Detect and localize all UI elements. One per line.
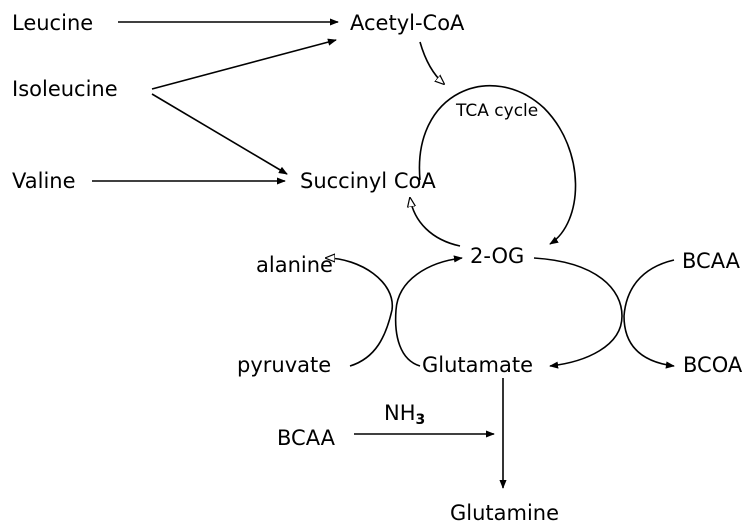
nh3-subscript: 3 xyxy=(416,412,426,428)
two-og-label: 2-OG xyxy=(470,244,524,268)
pyruvate-label: pyruvate xyxy=(237,353,331,377)
2og-to-glutamate-arc xyxy=(533,257,623,369)
isoleucine-to-acetyl-coa-arrow xyxy=(151,38,337,90)
bcaa-right-label: BCAA xyxy=(682,249,741,273)
nh3-main: NH xyxy=(384,401,416,425)
isoleucine-to-succinyl-coa-arrow xyxy=(151,93,288,175)
glutamate-label: Glutamate xyxy=(422,353,533,377)
succinyl-coa-label: Succinyl CoA xyxy=(300,169,436,193)
glutamine-label: Glutamine xyxy=(450,501,559,525)
pyruvate-to-alanine-arc xyxy=(326,258,393,367)
bcaa-to-bcoa-arc xyxy=(623,259,675,369)
bcoa-label: BCOA xyxy=(683,353,743,377)
acetyl-coa-to-tca-arrow xyxy=(419,41,444,84)
tca-cycle-to-2og-arc xyxy=(418,84,577,245)
2og-to-succinyl-coa-arc xyxy=(410,198,461,247)
valine-label: Valine xyxy=(12,169,76,193)
tca-cycle-label: TCA cycle xyxy=(455,101,538,121)
bcaa-bottom-label: BCAA xyxy=(277,426,336,450)
nh3-label: NH3 xyxy=(384,401,425,428)
isoleucine-label: Isoleucine xyxy=(12,77,118,101)
glutamate-to-2og-arc xyxy=(394,255,463,367)
acetyl-coa-label: Acetyl-CoA xyxy=(350,11,465,35)
alanine-label: alanine xyxy=(256,253,333,277)
leucine-label: Leucine xyxy=(12,11,93,35)
